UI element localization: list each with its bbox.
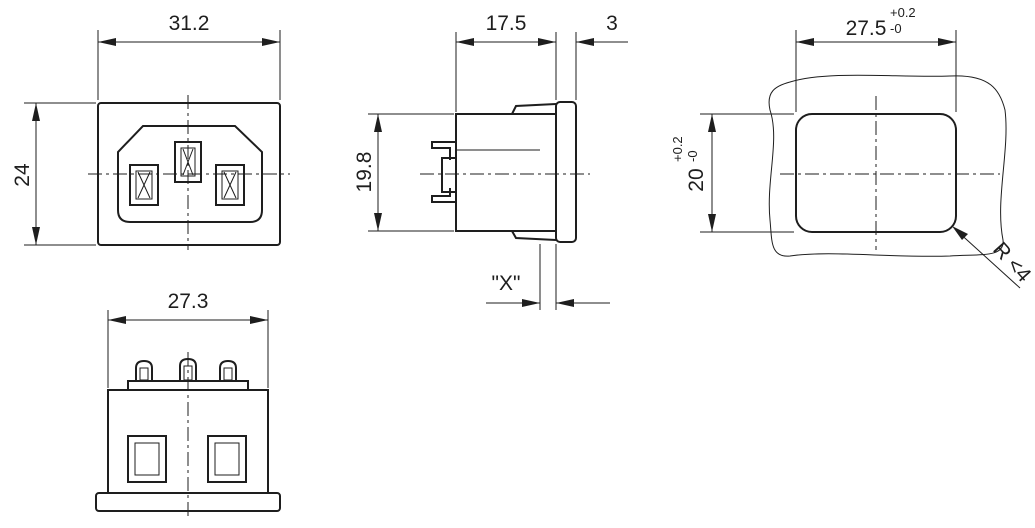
bottom-latch — [511, 230, 557, 241]
socket-contour — [117, 125, 263, 223]
cutout-width-label: 27.5 — [846, 17, 887, 40]
side-terminals — [431, 141, 540, 203]
cutout-radius-leader: R <4 — [952, 226, 1035, 289]
bottom-right-opening — [207, 435, 247, 483]
top-latch — [511, 103, 557, 115]
bottom-width-label: 27.3 — [168, 290, 209, 313]
front-height-label: 24 — [11, 163, 34, 187]
bottom-width-dimension: 27.3 — [107, 290, 269, 388]
front-width-label: 31.2 — [169, 12, 210, 35]
front-view: 31.2 24 — [11, 12, 290, 250]
left-contact — [129, 164, 159, 206]
flange-label: 3 — [606, 12, 618, 35]
side-depth-dimension: 17.5 — [455, 12, 577, 112]
side-depth-label: 17.5 — [486, 12, 527, 35]
cutout-height-tol-lower: -0 — [685, 150, 700, 162]
cutout-width-tol-lower: -0 — [890, 21, 902, 36]
cutout-width-dimension: 27.5 +0.2 -0 — [795, 5, 957, 112]
front-width-dimension: 31.2 — [97, 12, 281, 100]
right-contact — [215, 164, 245, 206]
side-view: 17.5 3 19.8 "X" — [353, 12, 628, 310]
side-height-label: 19.8 — [353, 152, 376, 193]
flange-dimension: 3 — [576, 12, 628, 46]
panel-thickness-label: "X" — [492, 272, 521, 295]
front-height-dimension: 24 — [11, 102, 96, 246]
cutout-width-tol-upper: +0.2 — [890, 5, 916, 20]
panel-thickness-dimension: "X" — [486, 244, 610, 310]
bottom-left-opening — [127, 435, 167, 483]
cutout-radius-label: R <4 — [988, 238, 1035, 287]
side-view-flange — [555, 101, 577, 243]
cutout-height-dimension: 20 +0.2 -0 — [670, 113, 794, 233]
panel-cutout-view: 27.5 +0.2 -0 20 +0.2 -0 R <4 — [670, 5, 1035, 289]
cutout-height-label: 20 — [685, 168, 708, 191]
bottom-view: 27.3 — [95, 290, 281, 520]
side-height-dimension: 19.8 — [353, 113, 454, 232]
cutout-height-tol-upper: +0.2 — [670, 136, 685, 162]
side-view-body — [455, 113, 557, 232]
